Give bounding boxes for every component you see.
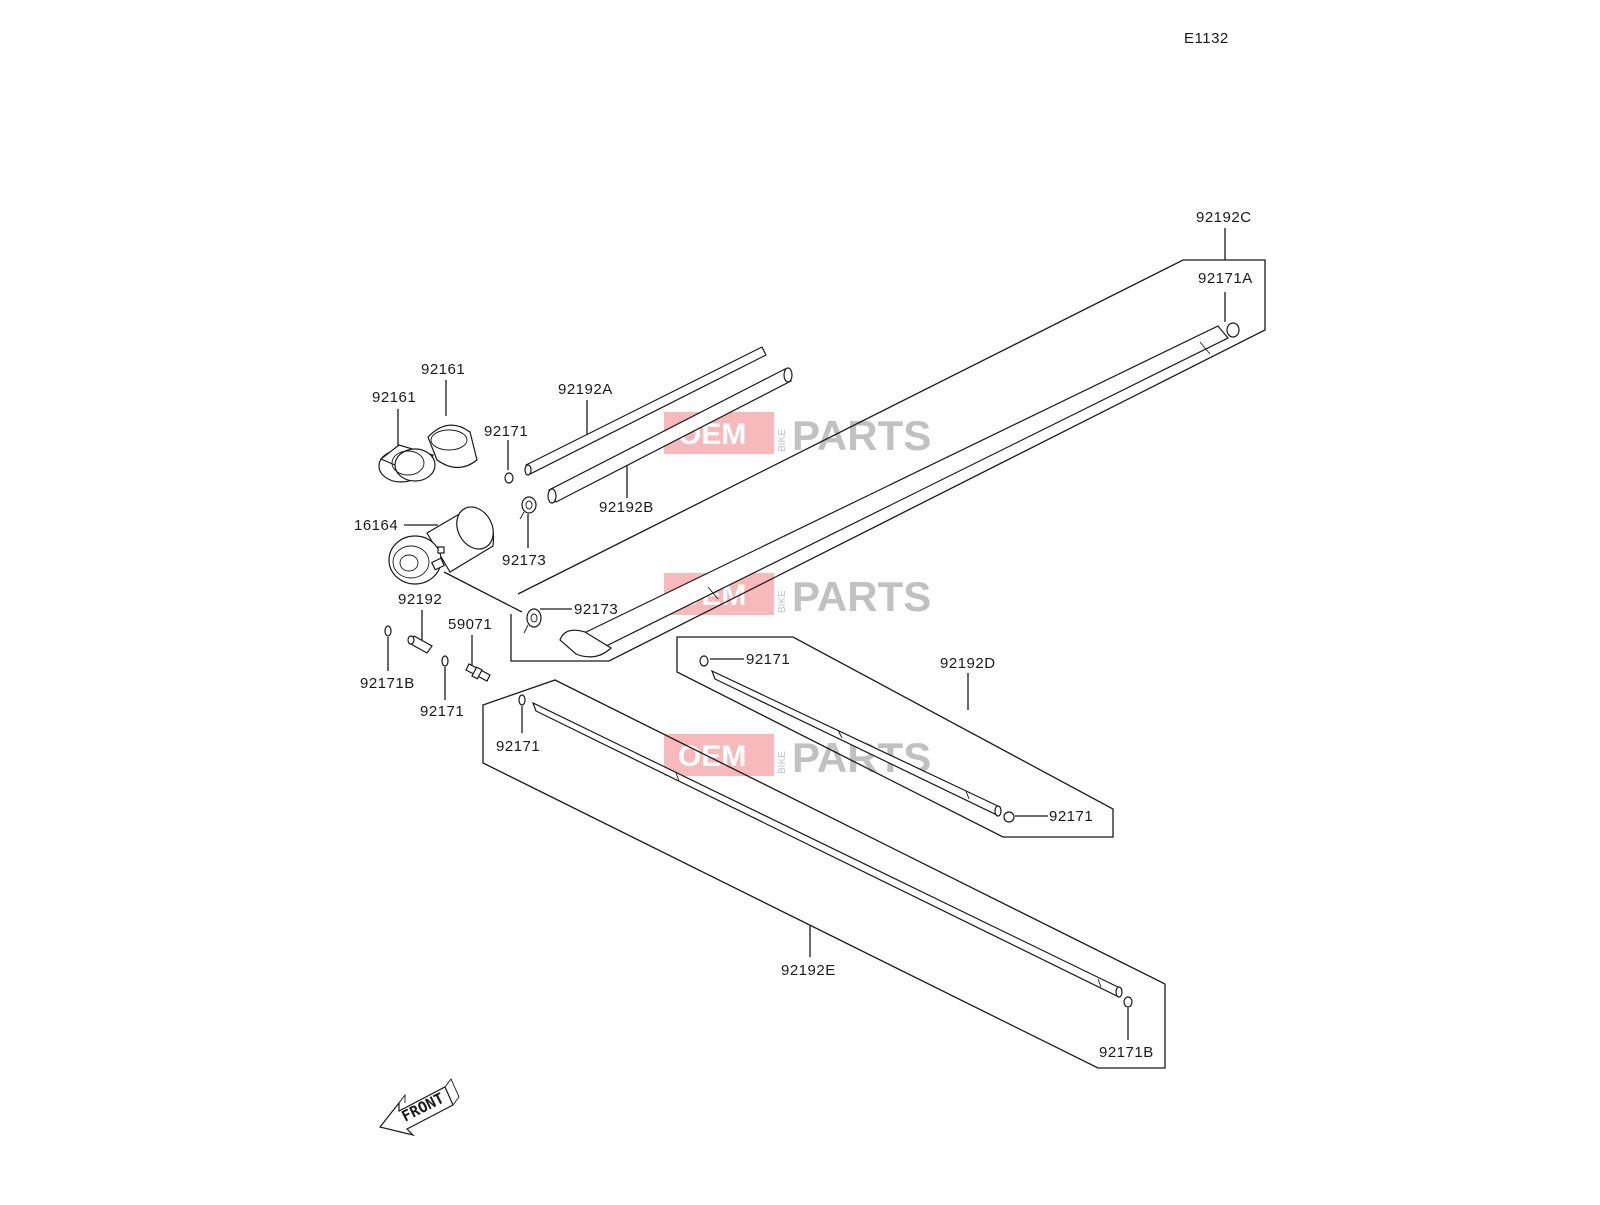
label-92192E: 92192E <box>781 962 836 979</box>
label-92171-left: 92171 <box>420 703 464 720</box>
hose-92192D <box>710 669 1002 817</box>
group-outline-92192D <box>676 636 1114 838</box>
clip-92171-left <box>441 655 449 667</box>
clip-92171-top <box>504 472 514 484</box>
label-92171-d-bottom: 92171 <box>1049 808 1093 825</box>
hose-92192B <box>547 367 793 504</box>
hose-92192A <box>524 346 767 476</box>
label-92171B-left: 92171B <box>360 675 415 692</box>
watermark-bike: BIKE <box>777 590 788 613</box>
hose-92192E <box>531 701 1123 998</box>
connector-canister-clamp <box>443 571 523 613</box>
label-92171B-right: 92171B <box>1099 1044 1154 1061</box>
label-92173-top: 92173 <box>502 552 546 569</box>
label-92173-mid: 92173 <box>574 601 618 618</box>
label-92192D: 92192D <box>940 655 996 672</box>
watermark-bike: BIKE <box>777 429 788 452</box>
clamp-92161-left <box>378 444 436 483</box>
label-92192: 92192 <box>398 591 442 608</box>
watermark-1: OEM BIKE PARTS <box>664 412 931 459</box>
clamp-92173-top <box>519 496 537 520</box>
label-92161-right: 92161 <box>421 361 465 378</box>
label-92171A: 92171A <box>1198 270 1253 287</box>
label-92192A: 92192A <box>558 381 613 398</box>
canister-16164 <box>388 506 495 585</box>
label-16164: 16164 <box>354 517 398 534</box>
clamp-92173-mid <box>523 608 542 634</box>
clip-92171-d-top <box>699 655 709 667</box>
clip-92171A <box>1226 322 1240 338</box>
hose-92192C <box>559 325 1229 658</box>
clamp-92161-right <box>427 424 478 469</box>
label-92192C: 92192C <box>1196 209 1252 226</box>
hose-92192 <box>407 635 433 654</box>
watermark-bike: BIKE <box>777 751 788 774</box>
clip-92171-d-bottom <box>1003 811 1015 823</box>
watermark-oem: OEM <box>678 740 746 773</box>
label-92171-top: 92171 <box>484 423 528 440</box>
clip-92171B-left <box>384 625 392 637</box>
fitting-59071 <box>465 663 491 682</box>
label-92171-e-top: 92171 <box>496 738 540 755</box>
front-arrow-icon: FRONT <box>378 1078 460 1137</box>
label-92161-left: 92161 <box>372 389 416 406</box>
watermark-parts: PARTS <box>792 412 931 459</box>
group-outline-92192C <box>510 259 1266 662</box>
label-59071: 59071 <box>448 616 492 633</box>
clip-92171-e-top <box>518 694 526 706</box>
label-92192B: 92192B <box>599 499 654 516</box>
group-outline-92192E <box>482 679 1166 1069</box>
watermark-parts: PARTS <box>792 573 931 620</box>
clip-92171B-right <box>1123 996 1133 1008</box>
diagram-code: E1132 <box>1184 30 1229 47</box>
label-92171-d-top: 92171 <box>746 651 790 668</box>
